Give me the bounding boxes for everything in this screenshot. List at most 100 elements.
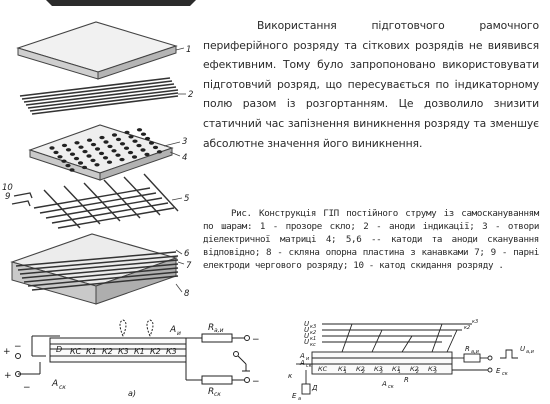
schem-a-terminal-d: D [56,345,62,354]
matrix-hole [119,142,126,146]
schem-b-cell-4-sub: 1 [398,369,401,375]
figure-caption: Рис. Конструкція ГІП постійного струму і… [203,208,539,272]
matrix-hole [61,159,67,163]
schem-b-bus-2-sub: к1 [310,336,316,342]
schem-b-cell-6-sub: 3 [434,369,437,375]
schem-b-e-a: E [292,392,297,400]
part-number-8: 8 [184,289,190,299]
matrix-hole [69,152,76,156]
matrix-hole [144,136,151,141]
part-number-9: 9 [5,192,10,202]
matrix-hole [69,168,75,172]
matrix-hole [124,130,130,135]
schem-a-cell-1: К1 [86,347,97,356]
matrix-hole [81,165,88,170]
matrix-hole [94,163,100,167]
part-number-1: 1 [186,45,191,55]
matrix-hole [107,144,113,149]
schem-b-bus-0-sub: к3 [310,324,316,330]
matrix-hole [65,148,72,152]
body-paragraph: Використання підготовчого рамочного пери… [203,19,539,150]
schem-b-left-0-sub: и [306,356,310,362]
schem-b-bus-2: U [304,332,309,340]
matrix-hole [49,146,55,150]
matrix-hole [131,155,138,159]
matrix-hole [140,148,146,152]
schematic-b: U к3 U к2 U к1 U кс к3 к2 А и А ск КС К1… [282,318,550,402]
schem-b-left-1: А [299,359,305,367]
matrix-hole [136,128,143,132]
schem-a-cell-6: К3 [166,347,177,356]
schem-a-right-bottom-minus: − [252,377,260,387]
schem-b-top-right-0: к3 [472,319,478,325]
schem-b-cell-4: К1 [392,365,401,373]
schem-a-cell-3: К3 [118,347,129,356]
matrix-hole [103,140,109,144]
matrix-hole [119,157,125,162]
matrix-hole [90,142,97,147]
schem-a-anode-label: А [169,325,176,335]
schem-b-cell-3-sub: 3 [380,369,383,375]
schem-a-resistor-top-sub: а,и [214,327,224,334]
layer-3-4-matrix [28,124,174,181]
matrix-hole [78,145,84,149]
schem-b-cell-1-sub: 1 [344,369,347,375]
schem-a-cell-5: К2 [150,347,161,356]
schem-a-cell-4: К1 [134,347,145,356]
schem-b-a-ck-sub: ск [388,384,394,390]
matrix-hole [74,141,80,145]
matrix-hole [86,154,92,158]
matrix-hole [152,145,159,150]
schematic-a: + − + − D КС К1 К2 К3 К1 К2 К3 А и R а,и [0,316,280,400]
matrix-hole [77,161,84,165]
matrix-hole [136,143,142,148]
layer-7-8-support-plate [10,233,179,305]
layer-5-6-grid [33,173,179,229]
layer-1-glass [16,21,178,80]
schem-b-r-ai: R [465,345,470,353]
schem-b-cell-2-sub: 2 [362,369,365,375]
schem-b-left-1-sub: ск [306,363,312,369]
schem-a-resistor-top: R [208,323,214,333]
part-number-5: 5 [184,194,189,204]
schem-b-cell-5: К2 [410,365,419,373]
schem-b-r: R [404,376,409,384]
schem-a-right-top-minus: − [252,335,260,345]
schem-a-bottom-minus: − [23,383,31,393]
schem-b-bus-1-sub: к2 [310,330,316,336]
schem-b-r-ai-sub: а,и [471,349,480,355]
schem-a-resistor-bottom: R [208,387,214,397]
schem-b-cell-3: К3 [374,365,383,373]
matrix-hole [123,146,130,150]
schem-b-d-label: Д [311,384,318,392]
schem-b-cell-0: КС [318,365,328,373]
part-number-7: 7 [186,261,192,271]
schem-b-cell-1: К1 [338,365,347,373]
matrix-hole [94,147,101,151]
part-number-4: 4 [182,153,187,163]
schem-a-resistor-bottom-sub: ск [214,391,221,398]
schem-a-anode-scan-sub: ск [59,384,66,391]
matrix-hole [86,138,93,142]
matrix-hole [102,156,109,160]
schem-b-u-ai-sub: а,и [526,349,535,355]
schem-b-bus-3: U [304,338,309,346]
schem-b-e-ck: E [496,367,501,375]
matrix-hole [111,149,117,153]
matrix-hole [61,143,68,148]
schem-a-bottom-plus: + [4,371,12,381]
matrix-hole [144,152,150,157]
schem-b-top-right-1: к2 [464,325,470,331]
schem-a-cell-2: К2 [102,347,113,356]
schem-b-left-0: А [299,352,305,360]
part-number-3: 3 [182,137,187,147]
part-number-6: 6 [184,249,190,259]
schem-b-k-label: к [288,372,293,380]
part-number-2: 2 [188,90,193,100]
layer-2-anodes [19,77,179,115]
matrix-hole [128,135,134,139]
schem-b-e-ck-sub: ск [502,371,508,377]
schem-b-cell-5-sub: 2 [416,369,419,375]
schem-a-anode-scan: А [51,379,58,389]
